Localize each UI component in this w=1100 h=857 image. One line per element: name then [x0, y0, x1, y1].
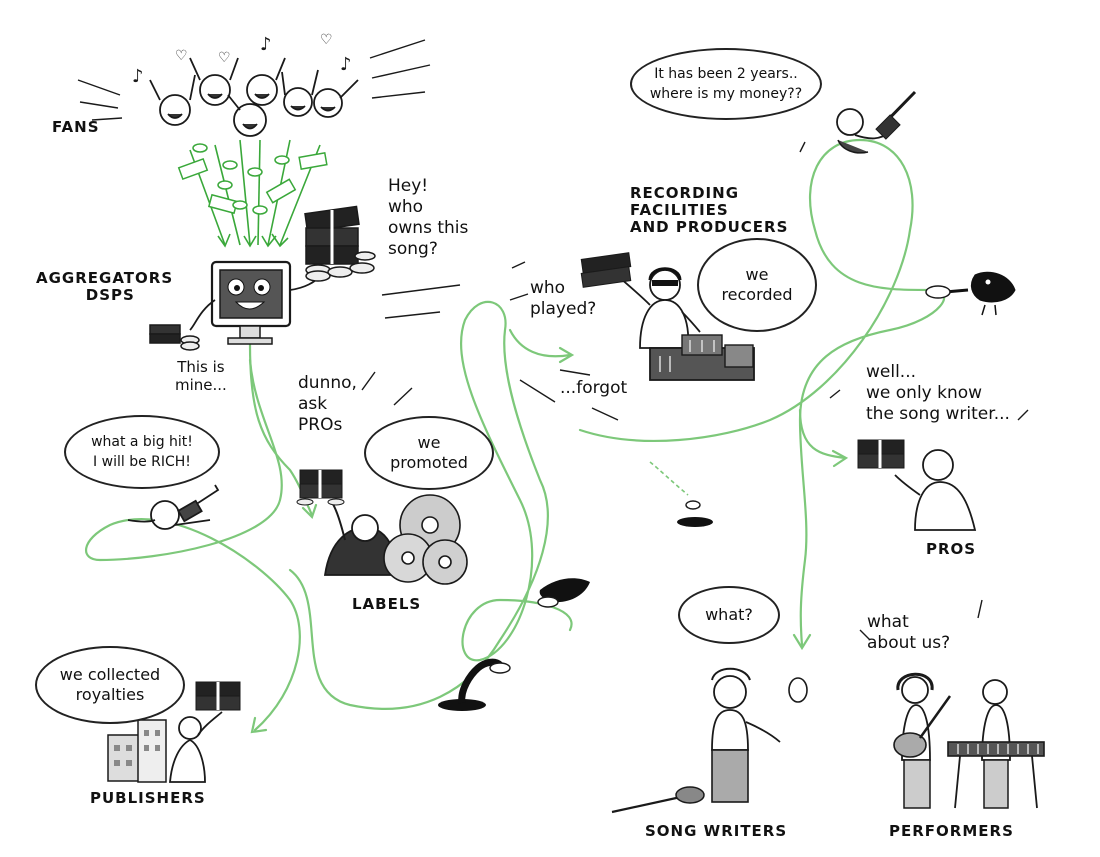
arrowhead-recording: [558, 346, 575, 364]
speech-strokes: [361, 141, 1029, 641]
arrowhead-pros: [831, 449, 849, 468]
bubble-we-promoted: we promoted: [364, 416, 494, 490]
flow-arrowheads: [250, 346, 849, 734]
vinyl-records: [383, 494, 468, 585]
aggregator-money-stack: [304, 205, 376, 282]
performers-group: [893, 672, 1045, 809]
headphones-icon: [648, 267, 682, 281]
recording-producer: [580, 252, 755, 381]
label-pros: PROs: [926, 540, 977, 558]
label-song-writers: SONG WRITERS: [645, 822, 788, 840]
speech-forgot: ...forgot: [560, 378, 628, 398]
speech-what-about-us: what about us?: [867, 612, 951, 653]
fan-face-3: [233, 103, 267, 137]
bubble-what: what?: [678, 586, 780, 644]
royalty-flow-lines: [84, 138, 945, 732]
confused-songwriter: [611, 667, 808, 814]
speech-dunno-ask-pros: dunno, ask PROs: [298, 373, 357, 435]
monitor-screen: [219, 269, 283, 319]
svg-text:♡: ♡: [320, 32, 333, 48]
bubble-we-recorded: we recorded: [697, 238, 817, 332]
arrowhead-publishers: [250, 716, 268, 734]
bubble-we-collected-royalties: we collected royalties: [35, 646, 185, 724]
songwriter-head: [150, 500, 180, 530]
speech-hey-who-owns: Hey! who owns this song?: [388, 176, 469, 259]
svg-text:♡: ♡: [218, 50, 231, 66]
crow-with-coin: [925, 271, 1016, 316]
speech-well-we-only-know: well... we only know the song writer...: [866, 362, 1010, 424]
arrowhead-labels: [301, 503, 318, 520]
aggregator-small-stack: [149, 324, 200, 351]
music-notes: ♪ ♪ ♪ ♡ ♡ ♡: [132, 32, 352, 87]
fan-face-5: [283, 87, 313, 117]
falling-bills-and-coins: [177, 143, 328, 215]
label-labels: LABELS: [352, 595, 422, 613]
coin-icon: [788, 677, 808, 703]
label-executive: [296, 469, 402, 576]
acoustic-guitar-icon: [893, 732, 927, 758]
fans-crowd: [149, 57, 359, 137]
fan-face-2: [199, 74, 231, 106]
bubble-what-a-big-hit: what a big hit! I will be RICH!: [64, 415, 220, 489]
label-aggregators-dsps: AGGREGATORS DSPS: [36, 269, 174, 304]
publisher: [107, 681, 241, 783]
flow-recording-link: [508, 328, 572, 358]
label-recording-facilities: RECORDING FACILITIES AND PRODUCERS: [630, 184, 789, 236]
svg-text:♪: ♪: [340, 54, 352, 75]
excitement-strokes: [77, 39, 431, 121]
flow-to-pros: [798, 408, 847, 460]
coin-falling-in-hole: [649, 461, 713, 527]
svg-text:♪: ♪: [132, 66, 144, 87]
label-performers: PERFORMERS: [889, 822, 1014, 840]
building-2: [137, 719, 167, 783]
flow-top-right-loop: [578, 138, 945, 647]
pros-person: [857, 439, 977, 531]
bubble-two-years: It has been 2 years.. where is my money?…: [630, 48, 822, 120]
middle-crow: [537, 578, 590, 608]
hand-from-hole: [438, 658, 511, 711]
aggregator-computer: [189, 260, 321, 345]
keyboard-icon: [947, 741, 1045, 757]
flow-labels-to-middle: [288, 300, 573, 710]
svg-text:♪: ♪: [260, 34, 272, 55]
fan-face-4: [246, 74, 278, 106]
fan-face-6: [313, 88, 343, 118]
label-fans: FANS: [52, 118, 100, 136]
speech-this-is-mine: This is mine...: [175, 358, 227, 394]
hopeful-songwriter: [127, 484, 220, 530]
executive-head: [351, 514, 379, 542]
guitar-icon: [177, 499, 203, 523]
waiting-musician: [836, 90, 917, 154]
arrowhead-songwriters: [792, 633, 812, 651]
speech-who-played: who played?: [530, 278, 597, 319]
label-publishers: PUBLISHERS: [90, 789, 206, 807]
fan-face-1: [159, 94, 191, 126]
flow-aggregator-to-publishers: [84, 358, 301, 732]
svg-text:♡: ♡: [175, 48, 188, 64]
money-rain: [189, 139, 321, 248]
